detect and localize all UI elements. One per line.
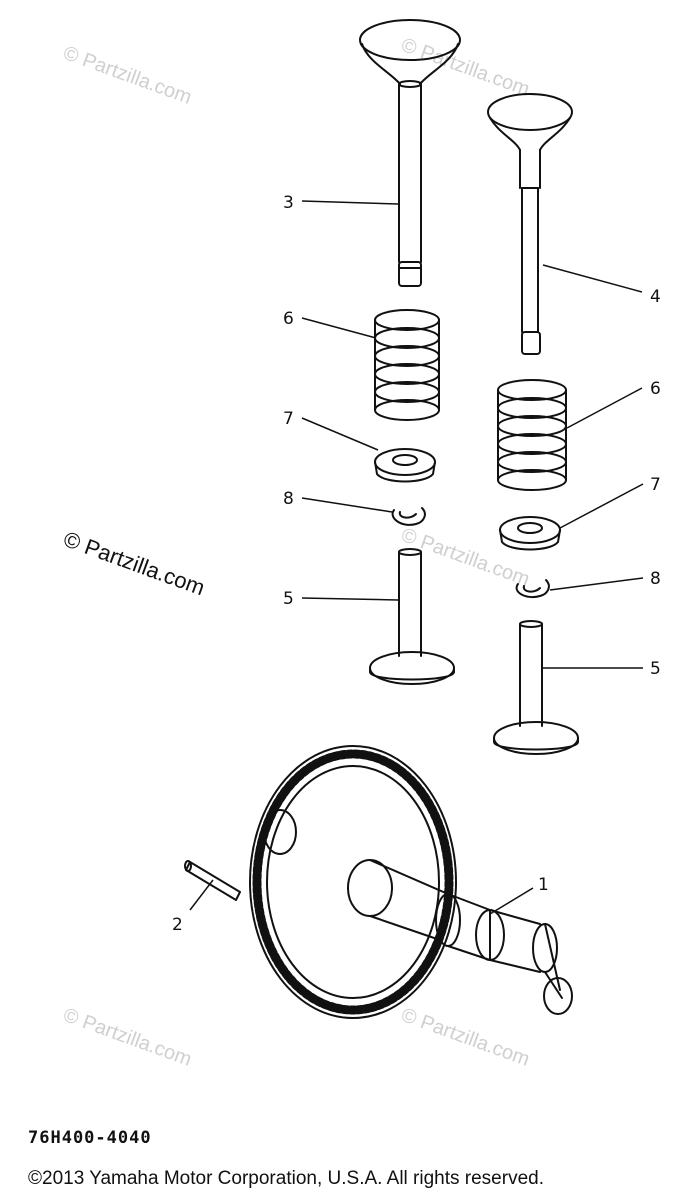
valve-part-4 [487,93,573,355]
keeper-part-8-right [515,579,550,598]
tappet-part-5-left [369,548,455,685]
leader-lines [189,200,644,915]
watermark-faint: © Partzilla.com [398,34,532,101]
valve-part-3 [359,19,461,287]
watermark-faint: © Partzilla.com [398,524,532,591]
callout-2: 2 [172,915,183,935]
callout-5-right: 5 [650,659,661,679]
callout-3: 3 [283,193,294,213]
retainer-part-7-left [374,448,436,483]
retainer-part-7-right [499,516,561,551]
watermark-faint: © Partzilla.com [60,1004,194,1071]
callout-8-right: 8 [650,569,661,589]
watermark-faint: © Partzilla.com [60,42,194,109]
callout-7-left: 7 [283,409,294,429]
callout-4: 4 [650,287,661,307]
callout-1: 1 [538,875,549,895]
watermark-faint: © Partzilla.com [398,1004,532,1071]
copyright-notice: ©2013 Yamaha Motor Corporation, U.S.A. A… [28,1168,544,1189]
tappet-part-5-right [493,620,579,755]
callout-6-left: 6 [283,309,294,329]
callout-8-left: 8 [283,489,294,509]
spring-part-6-left [374,309,440,421]
callout-6-right: 6 [650,379,661,399]
pin-part-2 [184,860,241,901]
camshaft-part-1 [249,745,573,1019]
part-code: 76H400-4040 [28,1128,152,1148]
callout-5-left: 5 [283,589,294,609]
spring-part-6-right [497,379,567,491]
keeper-part-8-left [391,507,426,526]
watermark-main: © Partzilla.com [60,526,208,600]
callout-7-right: 7 [650,475,661,495]
